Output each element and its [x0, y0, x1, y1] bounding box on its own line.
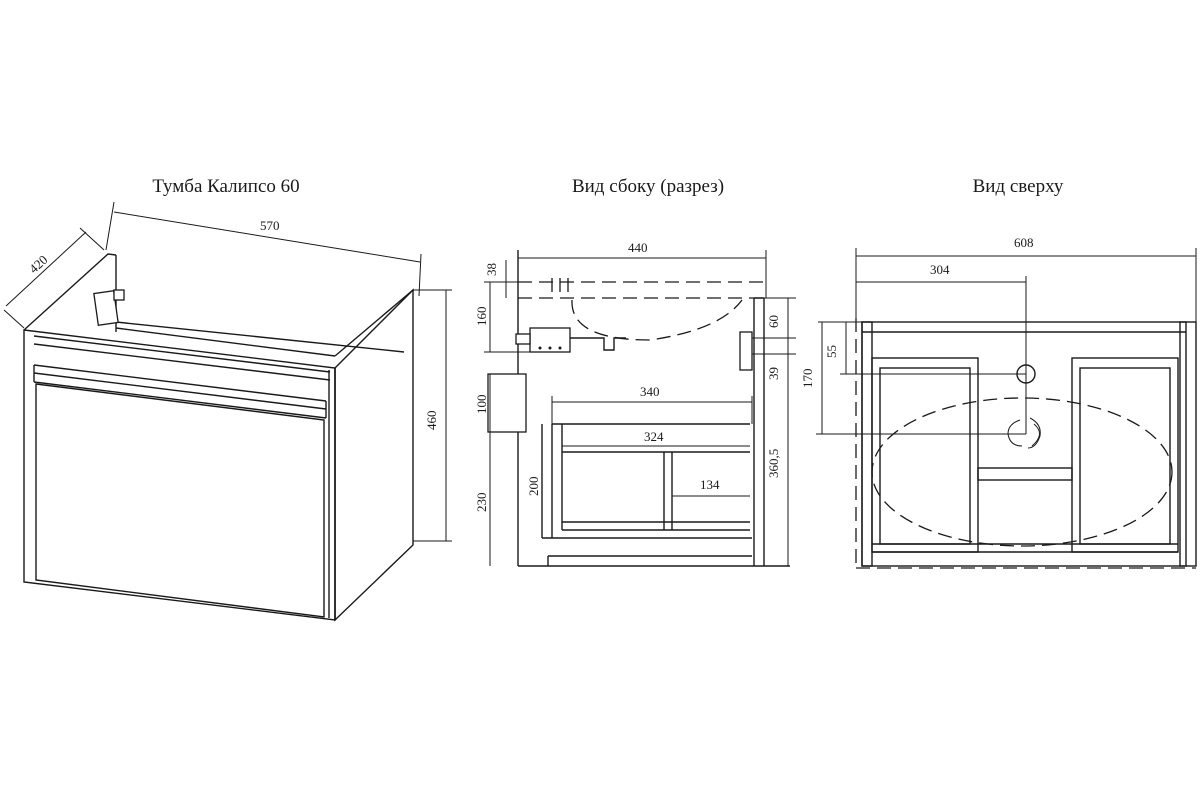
dim-label-304: 304 — [930, 262, 950, 277]
dim-label-134: 134 — [700, 477, 720, 492]
dim-label-340: 340 — [640, 384, 660, 399]
iso-view-title: Тумба Калипсо 60 — [152, 176, 300, 197]
dim-label-360-5: 360,5 — [766, 449, 781, 478]
side-view: 440 38 160 100 230 200 340 — [474, 240, 796, 567]
side-wall-mount — [487, 373, 527, 433]
dim-label-324: 324 — [644, 429, 664, 444]
dim-label-39: 39 — [766, 367, 781, 380]
iso-door — [35, 383, 325, 618]
dim-label-440: 440 — [628, 240, 648, 255]
dim-label-200: 200 — [526, 477, 541, 497]
dim-label-608: 608 — [1014, 235, 1034, 250]
iso-view: 570 420 460 — [3, 201, 452, 622]
dim-label-230: 230 — [474, 493, 489, 513]
top-view-title: Вид сверху — [972, 176, 1064, 197]
top-view: 608 304 55 170 — [800, 235, 1197, 569]
top-inner-right — [1071, 357, 1179, 553]
side-basin — [571, 299, 743, 341]
iso-side-face — [334, 288, 414, 622]
top-basin — [871, 397, 1173, 547]
dim-label-420: 420 — [26, 252, 51, 276]
iso-front-face — [23, 329, 336, 621]
side-view-title: Вид сбоку (разрез) — [571, 176, 725, 197]
dim-label-460: 460 — [424, 411, 439, 431]
dim-line-420 — [5, 231, 87, 307]
top-inner-left — [871, 357, 979, 553]
iso-top-left-edge — [23, 253, 117, 331]
dim-label-160: 160 — [474, 307, 489, 327]
dim-line-570 — [113, 211, 421, 263]
iso-siphon — [93, 290, 119, 326]
dim-label-100: 100 — [474, 395, 489, 415]
dim-label-55: 55 — [824, 345, 839, 358]
dim-label-38: 38 — [484, 263, 499, 276]
dim-label-170: 170 — [800, 369, 815, 389]
dim-label-60: 60 — [766, 315, 781, 328]
dim-label-570: 570 — [260, 218, 280, 233]
